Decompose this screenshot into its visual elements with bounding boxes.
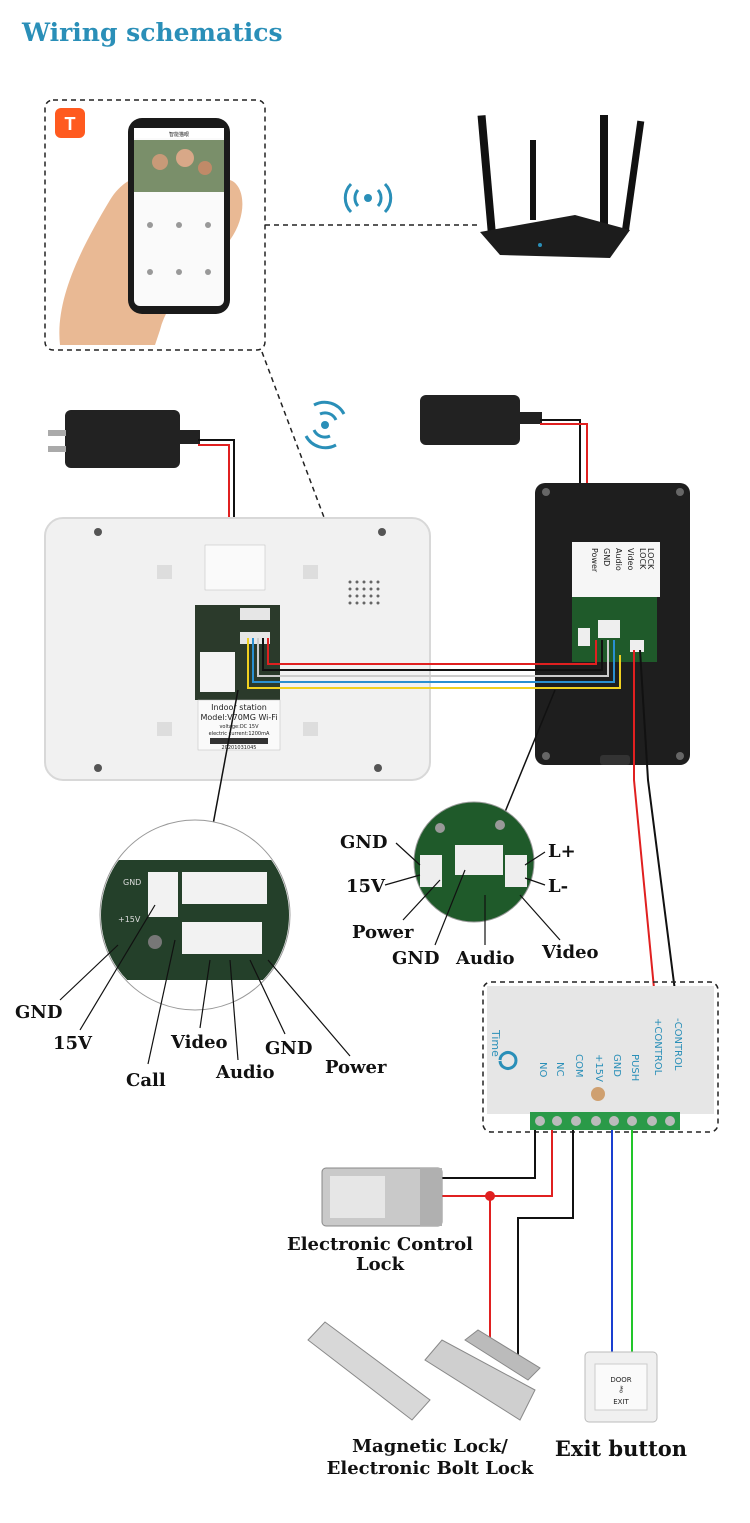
outdoor-pcb-zoom xyxy=(413,801,535,923)
timer-knob xyxy=(591,1087,605,1101)
magnetic-lock-line1: Magnetic Lock/ xyxy=(352,1436,508,1457)
tuya-logo-letter: T xyxy=(65,114,76,134)
exit-button-label: Exit button xyxy=(555,1436,687,1461)
wire-junction-dot xyxy=(485,1191,495,1201)
indoor-pcb-zoom: GND +15V xyxy=(99,819,291,1011)
sticker-video: Video xyxy=(626,548,635,571)
outdoor-lplus-label: L+ xyxy=(548,841,576,862)
zoom-pointer-indoor xyxy=(211,689,239,831)
terminal-pos-control: +CONTROL xyxy=(652,1018,663,1076)
indoor-video-label: Video xyxy=(170,1032,228,1053)
terminal-gnd: GND xyxy=(611,1054,622,1077)
magnetic-lock-image xyxy=(424,1329,541,1421)
pcb-15v-label: +15V xyxy=(118,915,141,924)
indoor-call-label: Call xyxy=(126,1070,166,1091)
terminal-push: PUSH xyxy=(629,1054,640,1081)
indoor-gnd2-label: GND xyxy=(265,1038,312,1059)
indoor-15v-label: 15V xyxy=(53,1033,93,1054)
exit-panel-bottom: EXIT xyxy=(613,1398,629,1406)
power-adapter-right xyxy=(420,395,542,445)
app-control-icons xyxy=(147,222,211,275)
phone-app-box: T 智能猫眼 xyxy=(44,99,266,351)
outdoor-power-label: Power xyxy=(352,922,414,943)
terminal-no: NO xyxy=(537,1062,548,1077)
serial-text: 20201031045 xyxy=(222,745,257,751)
outdoor-lminus-label: L- xyxy=(548,876,568,897)
terminal-neg-control: -CONTROL xyxy=(672,1018,683,1071)
sticker-audio: Audio xyxy=(614,548,623,571)
speaker-grill xyxy=(348,580,380,605)
exit-panel-top: DOOR xyxy=(610,1376,631,1384)
timer-icon xyxy=(498,1051,518,1070)
electronic-lock-line2: Lock xyxy=(356,1254,405,1275)
model-text: Model:V70MG Wi-Fi xyxy=(200,713,277,722)
electronic-lock-line1: Electronic Control xyxy=(287,1234,473,1255)
outdoor-callout-lines xyxy=(384,842,561,946)
terminal-block xyxy=(530,1112,680,1130)
sticker-lock-2: LOCK xyxy=(638,548,647,570)
sticker-power: Power xyxy=(590,548,599,573)
outdoor-sticker-text: LOCK LOCK Video Audio GND Power xyxy=(590,548,655,573)
zoom-pointer-outdoor xyxy=(504,689,556,813)
control-wire-neg xyxy=(639,649,681,1031)
electronic-control-lock-image xyxy=(321,1167,443,1227)
indoor-gnd-label: GND xyxy=(15,1002,62,1023)
bolt-lock-image xyxy=(307,1321,431,1421)
indoor-station-back: Indoor station Model:V70MG Wi-Fi voltage… xyxy=(44,517,431,781)
indoor-power-label: Power xyxy=(325,1057,387,1078)
outdoor-audio-label: Audio xyxy=(455,948,514,969)
interconnect-wires xyxy=(247,638,621,689)
controller-terminal-labels: NO NC COM +15V GND PUSH +CONTROL -CONTRO… xyxy=(537,1018,683,1082)
sticker-gnd: GND xyxy=(602,548,611,566)
terminal-15v: +15V xyxy=(593,1054,604,1082)
terminal-com: COM xyxy=(573,1054,584,1077)
time-label: Time xyxy=(489,1029,502,1057)
outdoor-unit-back xyxy=(535,483,690,765)
indoor-audio-label: Audio xyxy=(215,1062,274,1083)
phone-screen-title: 智能猫眼 xyxy=(169,131,189,138)
wireless-link-line xyxy=(261,351,326,521)
current-text: electric current:1200mA xyxy=(209,731,270,737)
lock-wires xyxy=(440,1130,633,1362)
voltage-text: voltage:DC 15V xyxy=(219,724,259,730)
wifi-signal-icon xyxy=(343,182,393,214)
router-image xyxy=(477,115,645,258)
model-title: Indoor station xyxy=(211,703,267,712)
exit-button-image: DOOR ⚷ EXIT xyxy=(584,1351,658,1423)
power-adapter-left xyxy=(48,410,200,468)
outdoor-15v-label: 15V xyxy=(346,876,386,897)
wifi-signal-icon-2 xyxy=(304,400,346,450)
outdoor-gnd2-label: GND xyxy=(392,948,439,969)
control-wire-pos xyxy=(633,650,659,1031)
terminal-sticker xyxy=(572,542,660,597)
outdoor-gnd-label: GND xyxy=(340,832,387,853)
indoor-callout-lines xyxy=(59,904,351,1065)
terminal-nc: NC xyxy=(554,1062,565,1076)
magnetic-lock-line2: Electronic Bolt Lock xyxy=(327,1458,534,1479)
pcb-gnd-label: GND xyxy=(123,878,141,887)
outdoor-video-label: Video xyxy=(541,942,599,963)
access-controller xyxy=(482,981,719,1133)
key-icon: ⚷ xyxy=(618,1385,625,1395)
tuya-logo-icon xyxy=(55,108,85,138)
sticker-lock-1: LOCK xyxy=(646,548,655,570)
page-title: Wiring schematics xyxy=(22,18,283,47)
